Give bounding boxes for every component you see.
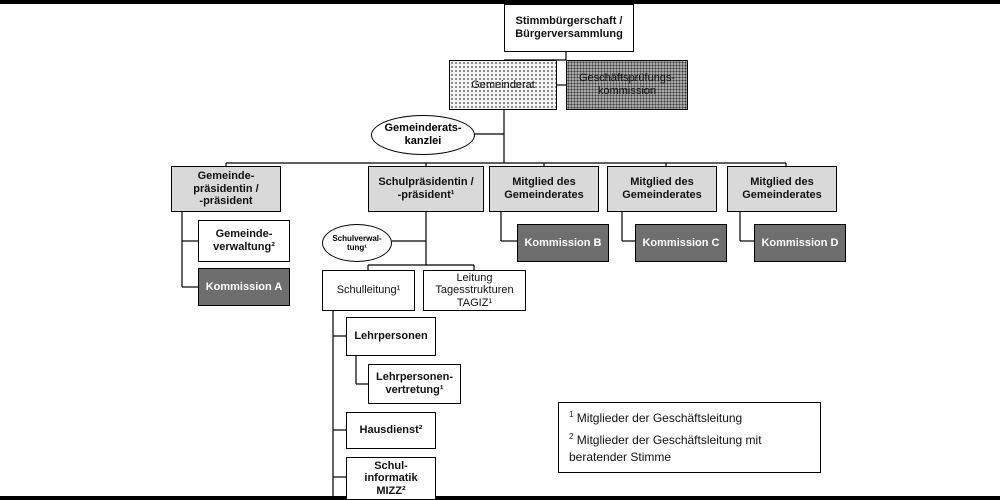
node-label: Gemeinde- präsidentin / -präsident [193,170,259,208]
node-label: Lehrpersonen- vertretung¹ [375,371,453,396]
node-label: Hausdienst² [359,424,423,437]
node-label: Lehrpersonen [354,330,428,343]
legend-note-2: 2 Mitglieder der Geschäftsleitung mit be… [569,431,810,466]
node-kommission-a: Kommission A [198,268,290,306]
node-schulverwaltung: Schulverwal- tung¹ [322,224,392,262]
legend-text: Mitglieder der Geschäftsleitung [576,411,743,425]
node-schulleitung: Schulleitung¹ [322,270,415,311]
node-schulinformatik: Schul- informatik MIZZ² [346,457,436,500]
legend-marker: 2 [569,431,574,441]
node-label: Kommission C [642,236,720,249]
node-kommission-c: Kommission C [635,224,727,262]
node-label: Gemeinde- verwaltung² [213,228,275,253]
node-label: Kommission A [205,280,283,293]
node-schulpraesident: Schulpräsidentin / -präsident¹ [368,166,484,212]
node-kommission-b: Kommission B [517,224,609,262]
node-gemeinderat: Gemeinderat [449,60,557,110]
node-label: Kommission D [761,236,839,249]
node-hausdienst: Hausdienst² [346,412,436,449]
top-border-bar [0,0,1000,4]
node-gemeindepraesident: Gemeinde- präsidentin / -präsident [171,166,281,212]
legend-text: Mitglieder der Geschäftsleitung mit [576,432,762,447]
node-gemeindeverwaltung: Gemeinde- verwaltung² [198,220,290,262]
node-lehrpersonenvertretung: Lehrpersonen- vertretung¹ [368,364,461,404]
node-label: Stimmbürgerschaft / Bürgerversammlung [515,15,623,40]
node-label: Schulpräsidentin / -präsident¹ [378,176,474,201]
bottom-border-bar [0,496,1000,500]
node-mitglied-gemeinderat-3: Mitglied des Gemeinderates [727,166,837,212]
node-stimmbuergerschaft: Stimmbürgerschaft / Bürgerversammlung [504,4,634,52]
node-mitglied-gemeinderat-2: Mitglied des Gemeinderates [607,166,717,212]
node-label: Mitglied des Gemeinderates [622,176,702,201]
node-label: Gemeinderats- kanzlei [384,122,462,147]
node-label: Mitglied des Gemeinderates [504,176,584,201]
node-label: Schul- informatik MIZZ² [364,459,418,497]
node-label: Schulleitung¹ [336,284,401,297]
legend-box: 1 Mitglieder der Geschäftsleitung 2 Mitg… [558,402,821,473]
node-label: Geschäftsprüfungs- kommission [579,72,675,97]
node-label: Schulverwal- tung¹ [332,233,382,252]
node-gemeinderatskanzlei: Gemeinderats- kanzlei [371,115,475,155]
node-label: Mitglied des Gemeinderates [742,176,822,201]
node-geschaeftspruefungskommission: Geschäftsprüfungs- kommission [566,60,688,110]
node-leitung-tagesstrukturen: Leitung Tagesstrukturen TAGIZ¹ [423,270,526,311]
node-label: Kommission B [524,236,602,249]
node-label: Gemeinderat [471,78,535,91]
legend-note-1: 1 Mitglieder der Geschäftsleitung [569,409,810,427]
node-mitglied-gemeinderat-1: Mitglied des Gemeinderates [489,166,599,212]
node-lehrpersonen: Lehrpersonen [346,317,436,356]
node-kommission-d: Kommission D [754,224,846,262]
legend-text: beratender Stimme [569,449,672,464]
node-label: Leitung Tagesstrukturen TAGIZ¹ [435,271,514,309]
legend-marker: 1 [569,410,574,419]
